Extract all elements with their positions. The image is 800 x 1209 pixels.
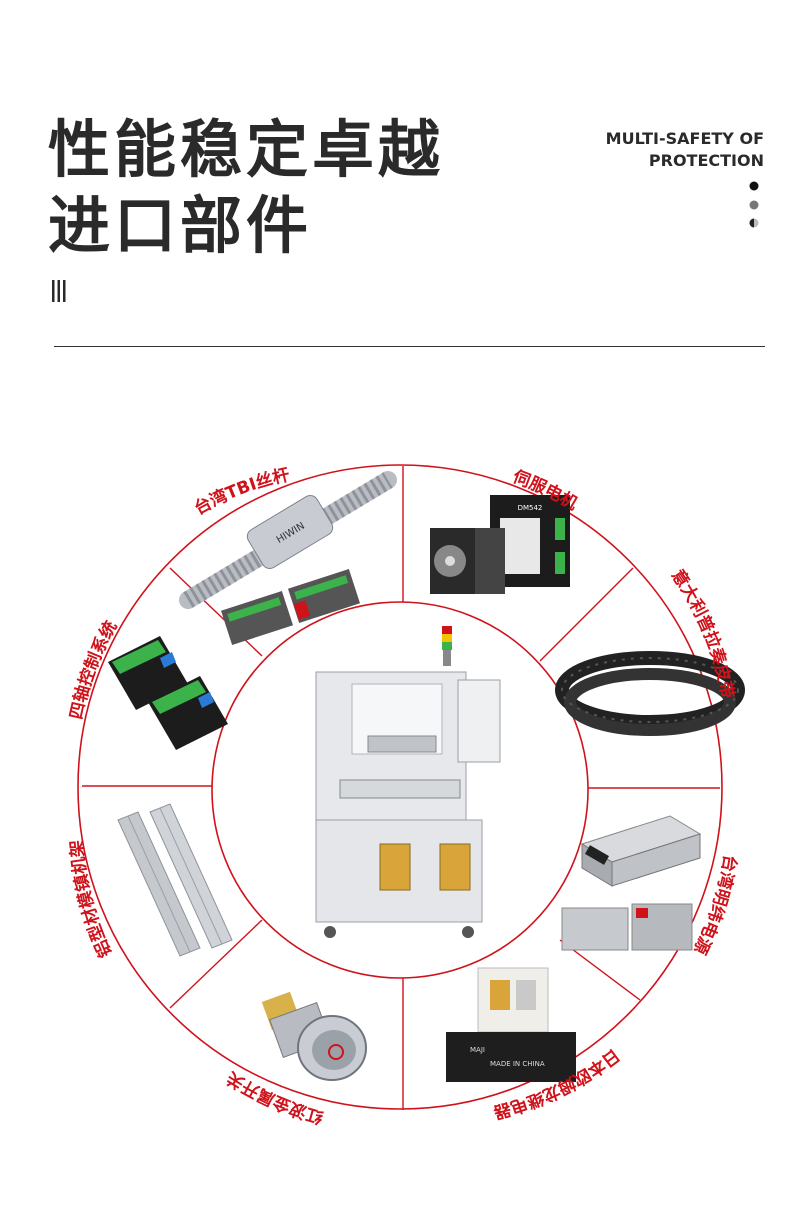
title-line-1: 性能稳定卓越 [48,113,445,186]
metal-switch-icon [261,991,367,1081]
title-line-2: 进口部件 [48,189,313,262]
label-aluminum-profile: 铝型材模镇机架 [66,839,116,961]
subtitle-line-1: MULTI-SAFETY OF [605,129,764,148]
label-power-supply: 台湾明纬电源 [689,853,741,957]
control-board-icon [108,636,228,750]
power-supply-icon [561,815,702,951]
components-wheel: HIWIN DM542 MAJI [66,464,745,1128]
timing-belt-icon [555,651,745,736]
driver-model-label: DM542 [518,504,543,512]
subtitle-line-2: PROTECTION [648,151,764,170]
subtitle-english: MULTI-SAFETY OF PROTECTION [606,128,764,172]
bars-icon [52,280,66,302]
label-ball-screw: 台湾TBI丝杆 [191,465,292,519]
page-title: 性能稳定卓越 进口部件 [48,112,444,264]
dispensing-machine-icon [315,626,501,938]
dots-icon [749,181,759,228]
relay-brand-label: MAJI [470,1046,485,1054]
relay-icon: MAJI MADE IN CHINA [446,967,576,1082]
ball-screw-icon: HIWIN [179,471,397,646]
servo-motor-icon: DM542 [430,495,570,594]
label-metal-switch: 红波金属开关 [223,1067,326,1128]
outer-ring [77,464,723,1110]
relay-origin-label: MADE IN CHINA [490,1060,545,1068]
aluminum-profile-icon [117,803,233,957]
divider [54,346,765,347]
